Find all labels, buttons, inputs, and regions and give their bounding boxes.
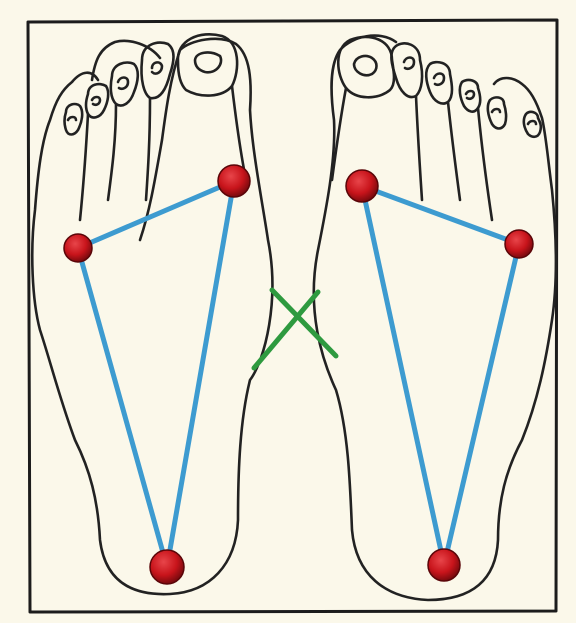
right-point-outer-ball: [505, 230, 533, 258]
right-point-heel: [428, 549, 460, 581]
left-point-inner-ball: [218, 165, 250, 197]
left-point-outer-ball: [64, 234, 92, 262]
right-point-inner-ball: [346, 170, 378, 202]
left-point-heel: [150, 550, 184, 584]
